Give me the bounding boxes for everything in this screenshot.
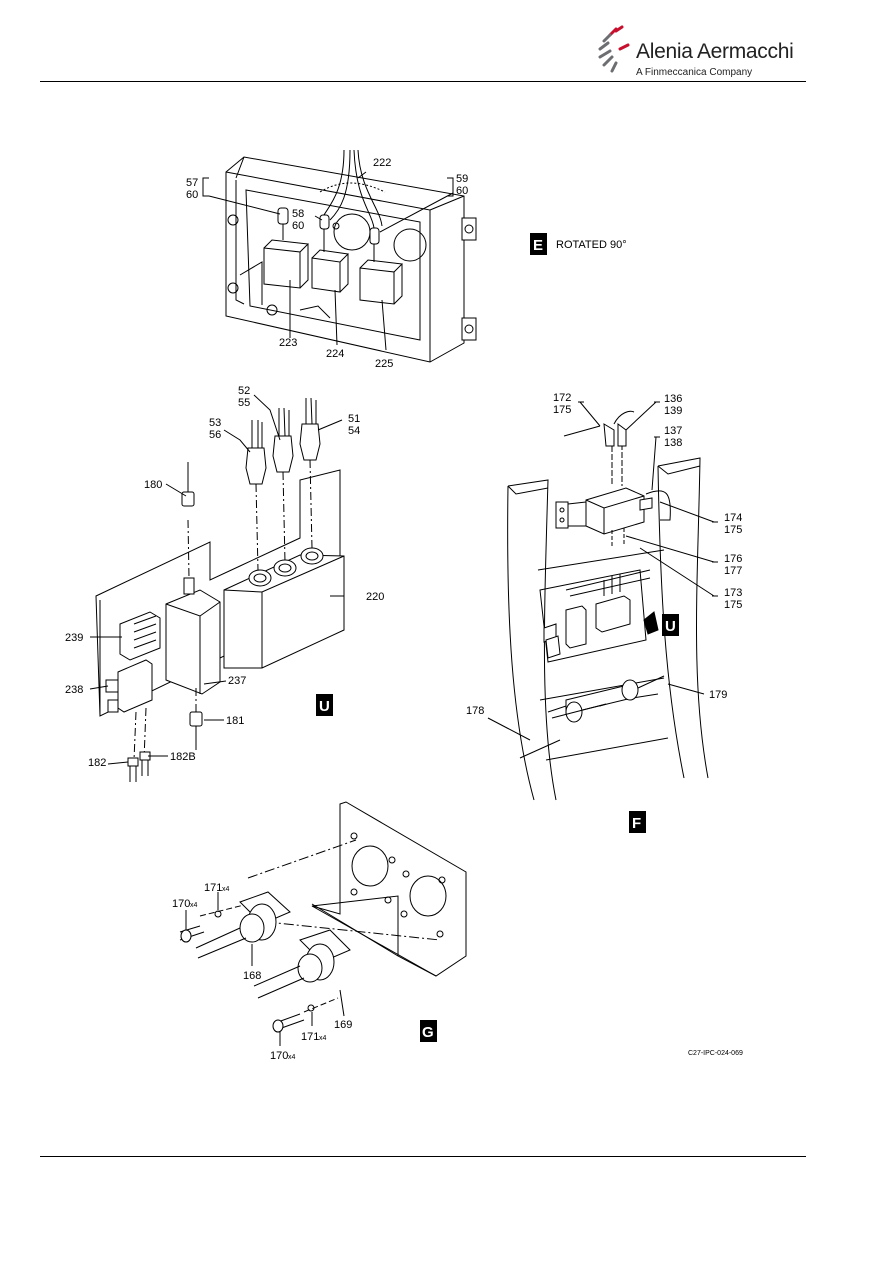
svg-text:U: U	[319, 698, 330, 715]
callout-239: 239	[65, 632, 83, 644]
callout-136: 136	[664, 393, 682, 405]
callout-52: 52	[238, 385, 250, 397]
callout-171-a: 171	[204, 882, 222, 894]
callout-180: 180	[144, 479, 162, 491]
callout-59: 59	[456, 173, 468, 185]
callout-182: 182	[88, 757, 106, 769]
brand-subtitle: A Finmeccanica Company	[636, 67, 753, 78]
callout-60-a: 60	[186, 189, 198, 201]
callout-177: 177	[724, 565, 742, 577]
header-rule	[40, 81, 806, 82]
callout-57: 57	[186, 177, 198, 189]
callout-173: 173	[724, 587, 742, 599]
callout-174: 174	[724, 512, 742, 524]
callout-170-a: 170	[172, 898, 190, 910]
view-e-drawing	[202, 149, 477, 363]
callout-139: 139	[664, 405, 682, 417]
callout-138: 138	[664, 437, 682, 449]
callout-222: 222	[373, 157, 391, 169]
view-e-tag: E	[530, 233, 547, 255]
callout-53: 53	[209, 417, 221, 429]
view-f-drawing	[487, 401, 718, 801]
svg-text:U: U	[665, 618, 676, 635]
svg-text:E: E	[533, 237, 543, 254]
callout-172: 172	[553, 392, 571, 404]
callout-54: 54	[348, 425, 360, 437]
callout-220: 220	[366, 591, 384, 603]
callout-58: 58	[292, 208, 304, 220]
callout-182b: 182B	[170, 751, 196, 763]
view-u-tag-right: U	[662, 614, 679, 636]
callout-55: 55	[238, 397, 250, 409]
callout-170-b: 170	[270, 1050, 288, 1062]
callout-60-b: 60	[292, 220, 304, 232]
callout-137: 137	[664, 425, 682, 437]
view-g-tag: G	[420, 1020, 437, 1042]
callout-60-c: 60	[456, 185, 468, 197]
callout-175-b: 175	[724, 524, 742, 536]
callouts: 57 60 58 60 59 60 222 223 224 225 52 55 …	[65, 157, 742, 1062]
logo-mark-icon	[598, 25, 630, 73]
callout-223: 223	[279, 337, 297, 349]
view-f-tag: F	[629, 811, 646, 833]
callout-171-b-qty: x4	[319, 1035, 327, 1042]
callout-224: 224	[326, 348, 344, 360]
callout-181: 181	[226, 715, 244, 727]
figure-reference: C27-IPC-024-069	[688, 1050, 743, 1057]
callout-56: 56	[209, 429, 221, 441]
callout-238: 238	[65, 684, 83, 696]
view-u-drawing	[89, 394, 345, 782]
view-g-drawing	[179, 801, 467, 1046]
callout-170-b-qty: x4	[288, 1054, 296, 1061]
callout-175-c: 175	[724, 599, 742, 611]
callout-225: 225	[375, 358, 393, 370]
view-u-tag-left: U	[316, 694, 333, 716]
callout-171-b: 171	[301, 1031, 319, 1043]
svg-text:G: G	[422, 1024, 434, 1041]
callout-237: 237	[228, 675, 246, 687]
callout-175-a: 175	[553, 404, 571, 416]
callout-168: 168	[243, 970, 261, 982]
svg-text:F: F	[632, 815, 641, 832]
callout-176: 176	[724, 553, 742, 565]
callout-169: 169	[334, 1019, 352, 1031]
footer-rule	[40, 1156, 806, 1157]
callout-171-a-qty: x4	[222, 886, 230, 893]
brand-name: Alenia Aermacchi	[636, 40, 794, 63]
callout-170-a-qty: x4	[190, 902, 198, 909]
callout-179: 179	[709, 689, 727, 701]
company-logo: Alenia Aermacchi A Finmeccanica Company	[596, 25, 796, 85]
callout-51: 51	[348, 413, 360, 425]
callout-178: 178	[466, 705, 484, 717]
view-e-rotation-note: ROTATED 90°	[556, 239, 627, 251]
